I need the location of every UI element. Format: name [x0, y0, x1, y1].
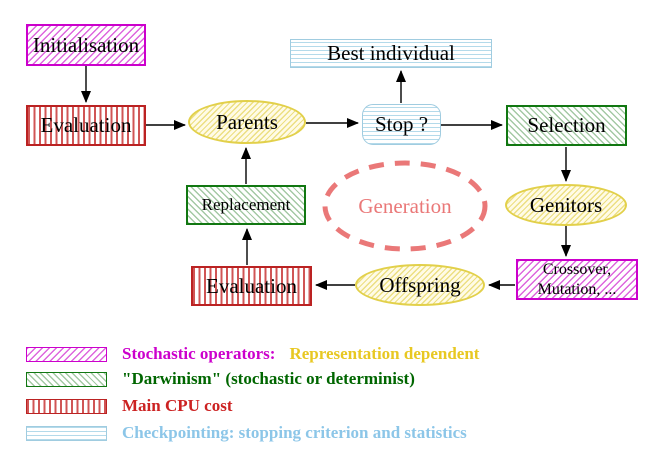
node-offspring: Offspring: [355, 264, 485, 306]
node-genitors: Genitors: [505, 184, 627, 226]
node-parents: Parents: [188, 100, 306, 144]
legend-swatch-magenta-hatch: [26, 346, 107, 362]
node-label: Genitors: [529, 192, 603, 217]
node-label: Best individual: [327, 41, 455, 66]
node-label: Parents: [216, 109, 278, 134]
node-label: Offspring: [379, 272, 461, 297]
node-label: Initialisation: [32, 32, 140, 57]
node-label: Evaluation: [40, 113, 132, 138]
legend-row-cpu-cost: Main CPU cost: [26, 396, 233, 415]
node-crossover-mutation: Crossover, Mutation, ...: [516, 259, 638, 300]
legend-row-darwinism: "Darwinism" (stochastic or determinist): [26, 369, 415, 388]
legend-label-representation-dependent: Representation dependent: [289, 344, 480, 363]
legend-label-main-cpu-cost: Main CPU cost: [122, 396, 233, 415]
node-selection: Selection: [506, 105, 627, 146]
node-label-line1: Crossover,: [542, 261, 612, 279]
node-label: Evaluation: [206, 273, 297, 298]
node-initialisation: Initialisation: [26, 24, 146, 66]
node-best-individual: Best individual: [290, 39, 492, 68]
legend-swatch-cyan-horizontal-lines: [26, 425, 107, 441]
node-generation: Generation: [325, 194, 485, 219]
legend-label-darwinism: "Darwinism" (stochastic or determinist): [122, 369, 415, 388]
node-replacement: Replacement: [186, 185, 306, 225]
node-label: Stop ?: [374, 112, 429, 137]
legend-label-stochastic-operators: Stochastic operators:: [122, 344, 276, 363]
legend-label-checkpointing: Checkpointing: stopping criterion and st…: [122, 423, 467, 442]
node-label: Generation: [358, 194, 452, 218]
legend-swatch-red-vertical-lines: [26, 398, 107, 414]
legend-row-stochastic: Stochastic operators: Representation dep…: [26, 344, 480, 363]
node-label-line2: Mutation, ...: [537, 280, 617, 298]
legend-swatch-green-hatch: [26, 371, 107, 387]
node-label: Selection: [527, 113, 606, 138]
node-stop: Stop ?: [362, 104, 441, 145]
node-evaluation-bottom: Evaluation: [191, 266, 312, 306]
legend-row-checkpointing: Checkpointing: stopping criterion and st…: [26, 423, 467, 442]
node-label: Replacement: [201, 195, 291, 215]
node-evaluation-top: Evaluation: [26, 105, 146, 146]
